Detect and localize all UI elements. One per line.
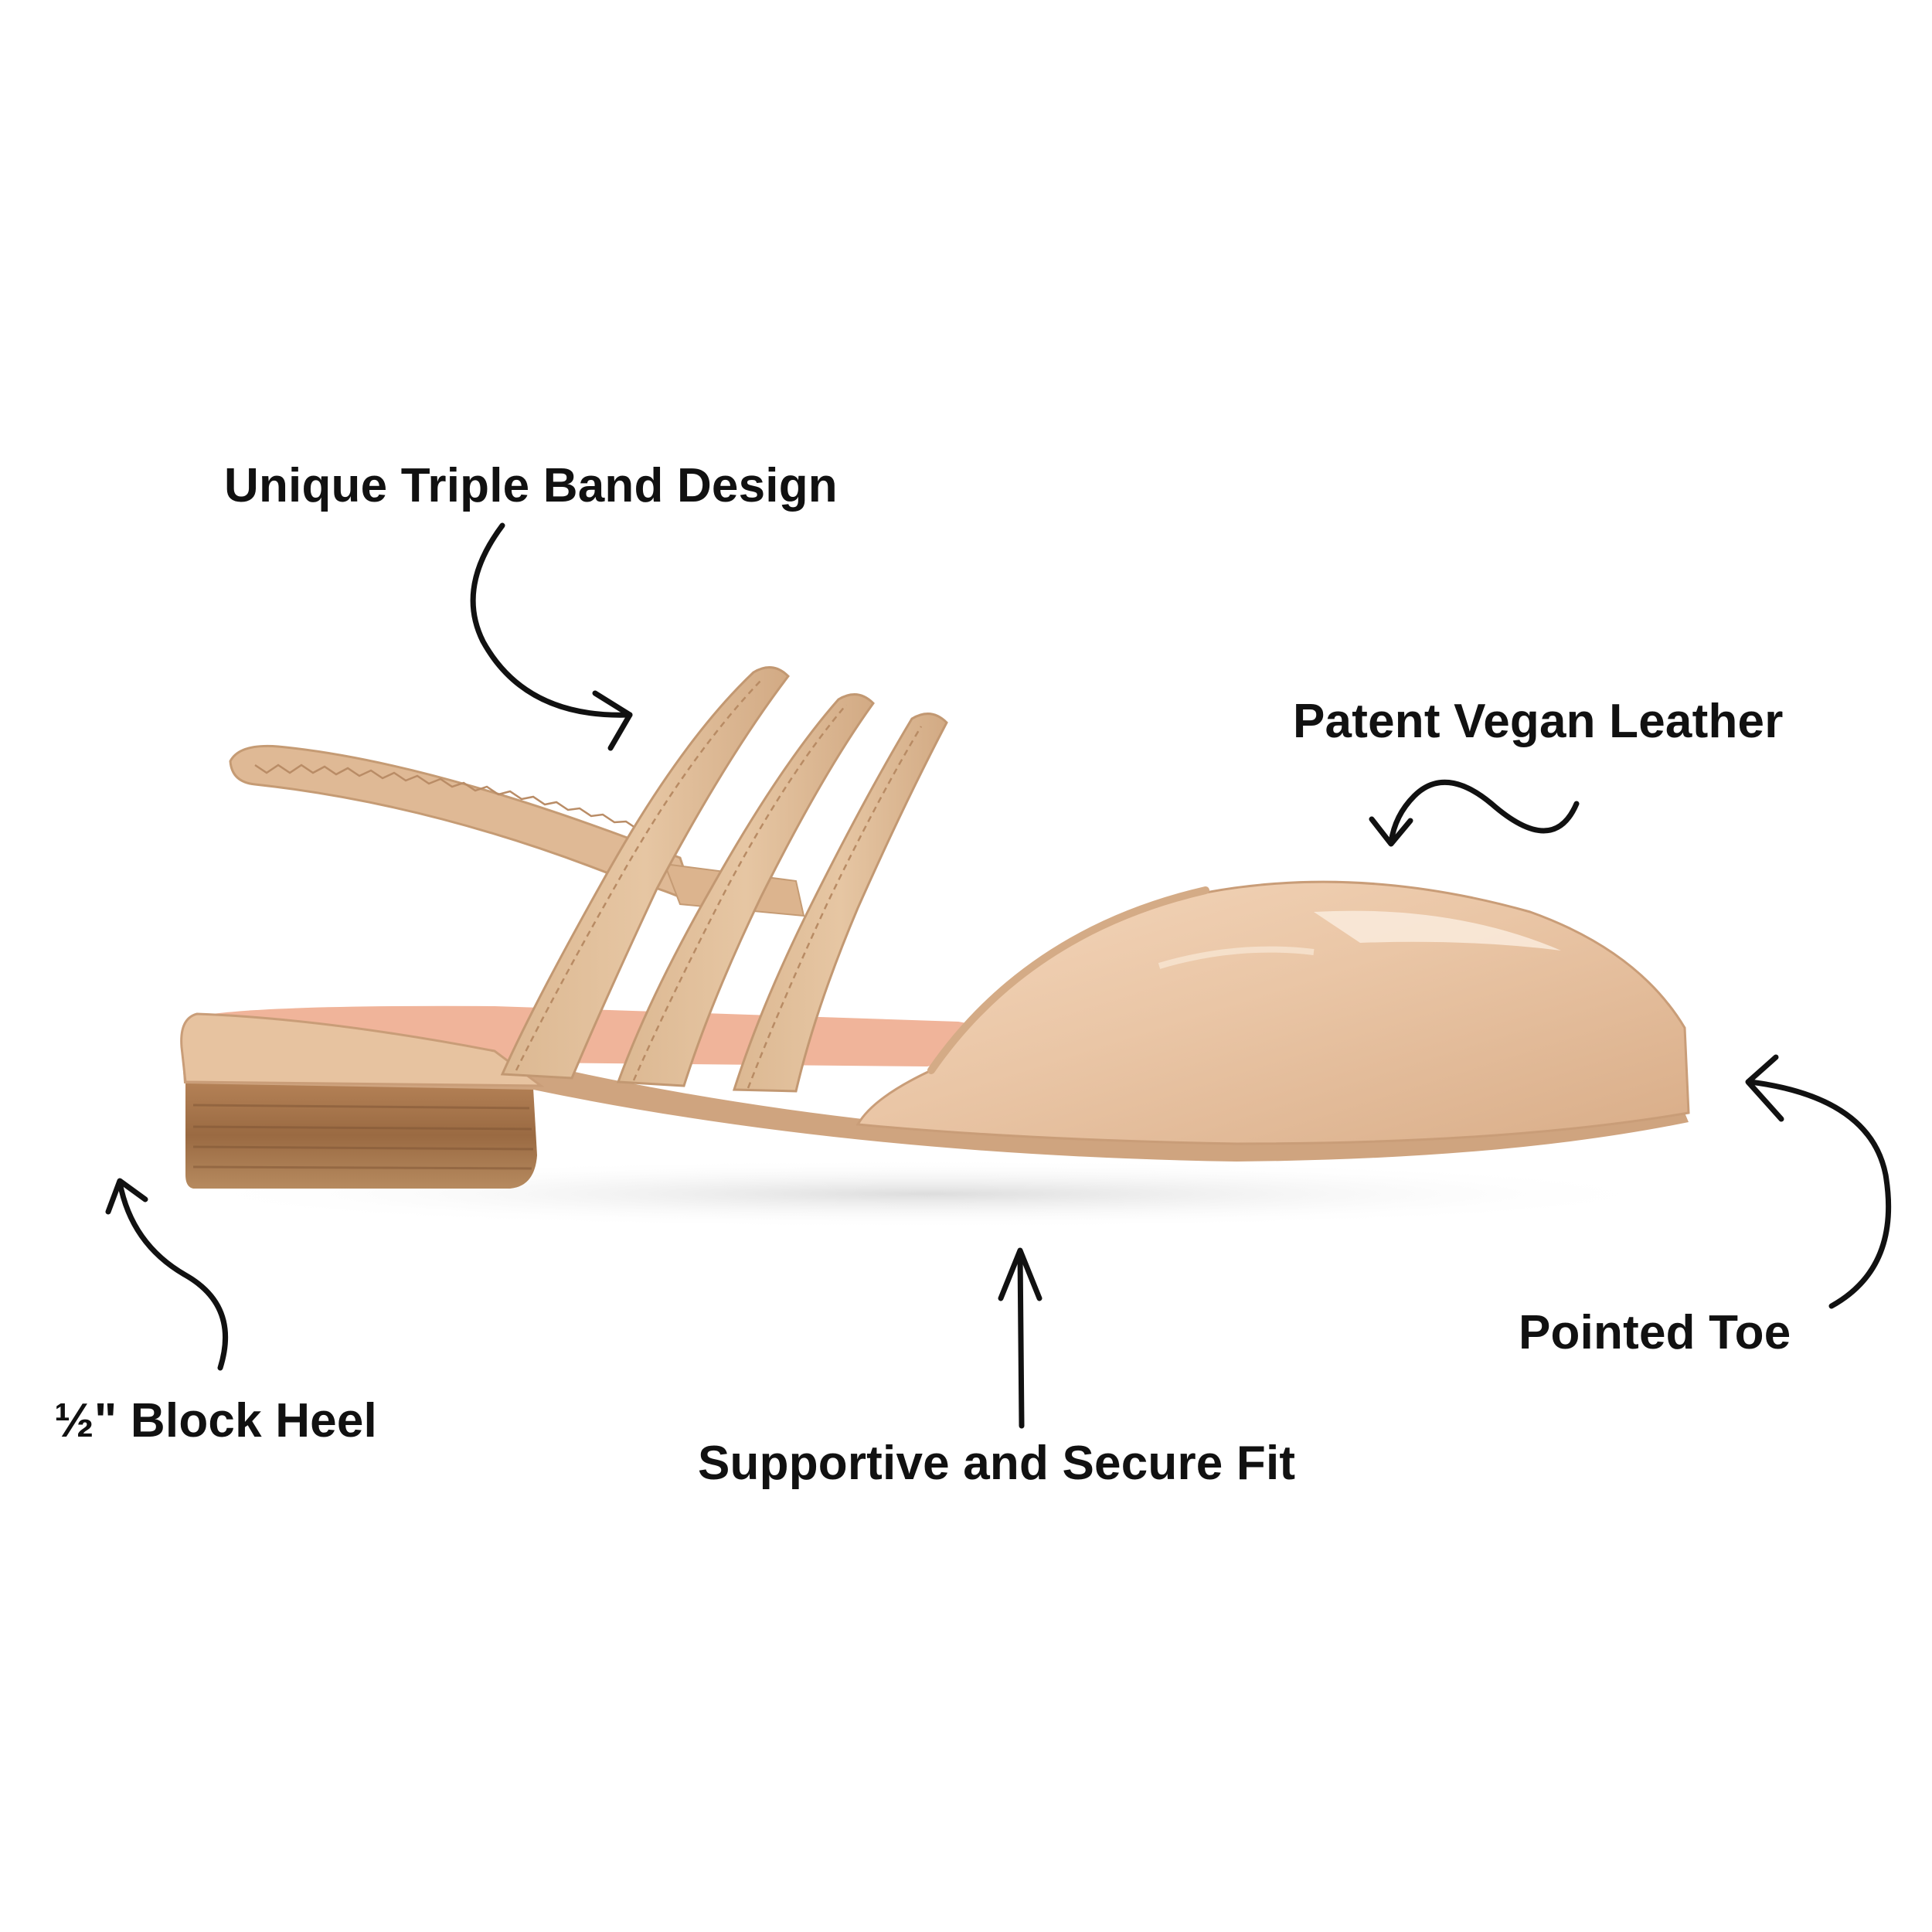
- heel-wood-grain: [192, 1104, 534, 1170]
- triple-band-strap-2: [616, 693, 875, 1087]
- elastic-slingback-strap: [229, 744, 698, 906]
- heel-counter: [180, 1012, 545, 1087]
- triple-band-strap-3: [732, 713, 948, 1093]
- callout-pointed-toe: Pointed Toe: [1519, 1306, 1791, 1359]
- elastic-stitching: [254, 764, 673, 839]
- triple-band-strap-1: [500, 666, 790, 1080]
- arrow-triple-band: [470, 522, 633, 718]
- patent-gloss: [1314, 910, 1561, 951]
- arrow-block-heel: [117, 1179, 228, 1371]
- arrow-pointed-toe: [1747, 1079, 1892, 1309]
- callout-block-heel: ½" Block Heel: [54, 1394, 377, 1447]
- strap-stitching: [515, 679, 923, 1089]
- ground-shadow: [170, 1159, 1685, 1229]
- patent-gloss-line: [1158, 946, 1315, 969]
- arrow-block-heel-head: [105, 1178, 148, 1215]
- arrow-triple-band-head: [592, 690, 633, 751]
- arrow-supportive-fit: [1017, 1249, 1025, 1429]
- arrow-patent-leather: [1388, 779, 1580, 845]
- callout-supportive-secure-fit: Supportive and Secure Fit: [698, 1437, 1296, 1490]
- callout-triple-band-design: Unique Triple Band Design: [224, 459, 838, 512]
- vamp-topline: [927, 886, 1209, 1074]
- arrow-pointed-toe-head: [1745, 1054, 1784, 1122]
- callout-patent-vegan-leather: Patent Vegan Leather: [1293, 695, 1784, 748]
- arrow-patent-leather-head: [1369, 816, 1413, 847]
- arrow-supportive-fit-head: [998, 1247, 1043, 1301]
